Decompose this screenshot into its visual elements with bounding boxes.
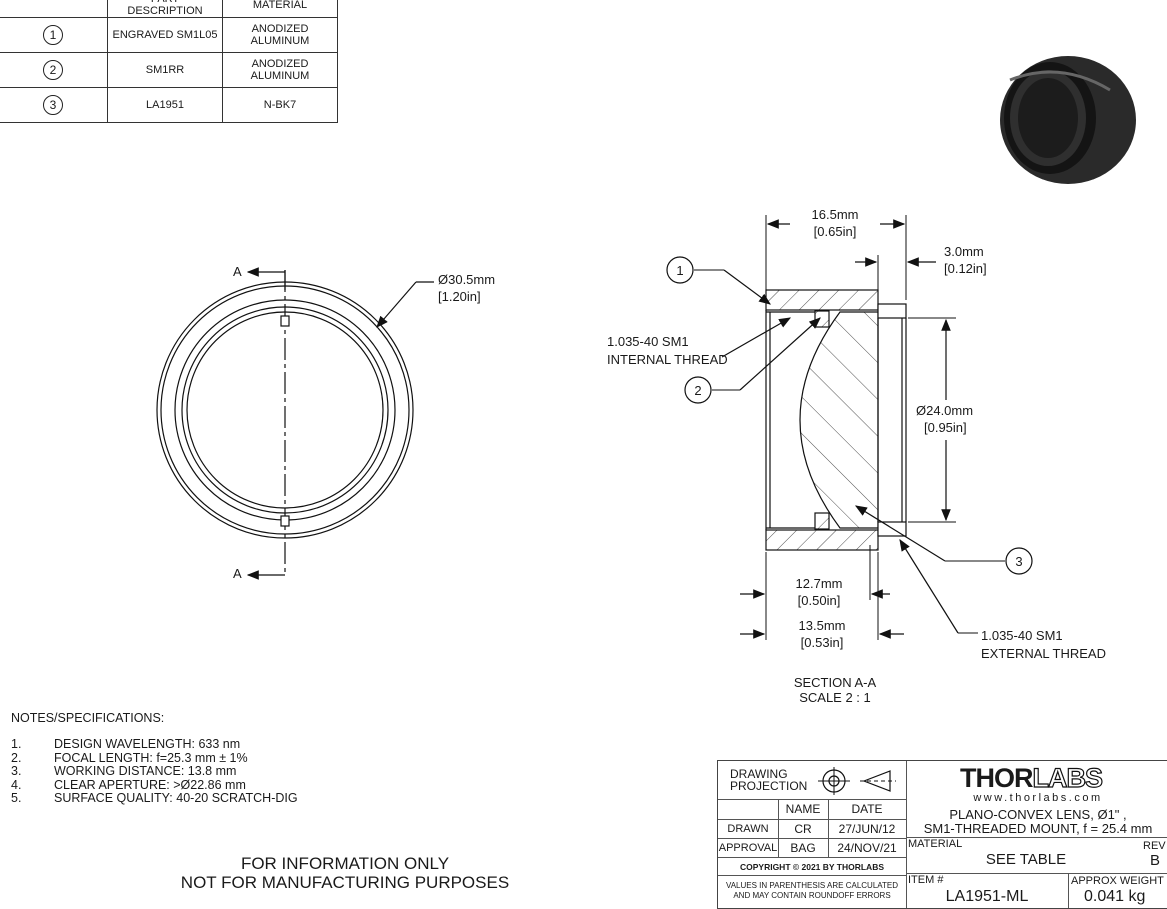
part-number-badge: 3 (43, 95, 63, 115)
material-label: MATERIAL (908, 838, 963, 850)
callout-1: 1 (676, 263, 684, 278)
section-scale: SCALE 2 : 1 (799, 690, 871, 705)
dim-thread-in: [0.12in] (944, 261, 987, 276)
list-item: 4.CLEAR APERTURE: >Ø22.86 mm (11, 777, 246, 792)
dim-length-mm: 16.5mm (811, 207, 859, 222)
approval-name: BAG (790, 841, 816, 855)
part-number-badge: 1 (43, 25, 63, 45)
drawing-projection-label: DRAWING PROJECTION (730, 767, 808, 793)
internal-thread-label-2: INTERNAL THREAD (607, 352, 728, 367)
rev-label: REV (1143, 840, 1166, 852)
front-diameter-mm: Ø30.5mm (438, 272, 496, 287)
list-item: 5.SURFACE QUALITY: 40-20 SCRATCH-DIG (11, 791, 298, 805)
thorlabs-logo: THORLABS (960, 762, 1104, 793)
dim-length-in: [0.65in] (813, 224, 857, 239)
dim-a-mm: 12.7mm (795, 576, 843, 591)
notes-heading: NOTES/SPECIFICATIONS: (11, 711, 165, 725)
list-item: 2.FOCAL LENGTH: f=25.3 mm ± 1% (11, 750, 248, 765)
parts-row: 1 ENGRAVED SM1L05 ANODIZED ALUMINUM (0, 17, 338, 53)
disclaimer: FOR INFORMATION ONLY NOT FOR MANUFACTURI… (180, 854, 510, 892)
projection-symbol-icon (818, 767, 896, 795)
external-thread-label-2: EXTERNAL THREAD (981, 646, 1106, 661)
section-marker-top: A (233, 264, 242, 279)
external-thread-label: 1.035-40 SM1 (981, 628, 1063, 643)
drawn-date: 27/JUN/12 (838, 822, 896, 836)
copyright: COPYRIGHT © 2021 BY THORLABS (739, 862, 885, 872)
name-header: NAME (785, 802, 821, 816)
dim-thread-mm: 3.0mm (944, 244, 984, 259)
dim-b-mm: 13.5mm (798, 618, 846, 633)
part-material: ANODIZED ALUMINUM (222, 52, 338, 88)
dim-b-in: [0.53in] (800, 635, 844, 650)
section-view (666, 215, 1033, 640)
date-header: DATE (851, 802, 883, 816)
item-label: ITEM # (908, 874, 944, 886)
part-description: PLANO-CONVEX LENS, Ø1" , SM1-THREADED MO… (923, 807, 1153, 836)
parts-row: 2 SM1RR ANODIZED ALUMINUM (0, 52, 338, 88)
internal-thread-label: 1.035-40 SM1 (607, 334, 689, 349)
front-diameter-in: [1.20in] (438, 289, 481, 304)
website: www.thorlabs.com (973, 792, 1103, 804)
drawn-label: DRAWN (727, 823, 769, 835)
product-photo (1000, 56, 1136, 184)
dim-clear-mm: Ø24.0mm (916, 403, 974, 418)
approval-date: 24/NOV/21 (837, 841, 897, 855)
drawn-name: CR (794, 822, 812, 836)
parts-row: 3 LA1951 N-BK7 (0, 87, 338, 123)
values-note: VALUES IN PARENTHESIS ARE CALCULATED AND… (725, 881, 899, 900)
part-material: ANODIZED ALUMINUM (222, 17, 338, 53)
callout-2: 2 (694, 383, 702, 398)
notes-list: 1.DESIGN WAVELENGTH: 633 nm 2.FOCAL LENG… (11, 737, 298, 806)
part-description: LA1951 (107, 87, 223, 123)
list-item: 1.DESIGN WAVELENGTH: 633 nm (11, 737, 241, 751)
rev-value: B (1150, 852, 1161, 869)
section-title: SECTION A-A (793, 675, 877, 690)
front-view (156, 267, 434, 580)
parts-header-desc: PART DESCRIPTION (107, 0, 223, 18)
part-material: N-BK7 (222, 87, 338, 123)
part-number-badge: 2 (43, 60, 63, 80)
dim-clear-in: [0.95in] (924, 420, 967, 435)
approval-label: APPROVAL (718, 842, 778, 854)
material-value: SEE TABLE (985, 851, 1067, 868)
title-block: DRAWING PROJECTION NAME DATE DRAWN CR 27… (717, 760, 1167, 909)
weight-value: 0.041 kg (1084, 888, 1146, 905)
callout-3: 3 (1015, 554, 1023, 569)
parts-table: PART DESCRIPTION MATERIAL 1 ENGRAVED SM1… (0, 0, 338, 123)
dim-a-in: [0.50in] (797, 593, 841, 608)
weight-label: APPROX WEIGHT (1071, 875, 1164, 887)
part-description: SM1RR (107, 52, 223, 88)
section-marker-bottom: A (233, 566, 242, 581)
item-value: LA1951-ML (945, 888, 1029, 905)
list-item: 3.WORKING DISTANCE: 13.8 mm (11, 764, 237, 778)
